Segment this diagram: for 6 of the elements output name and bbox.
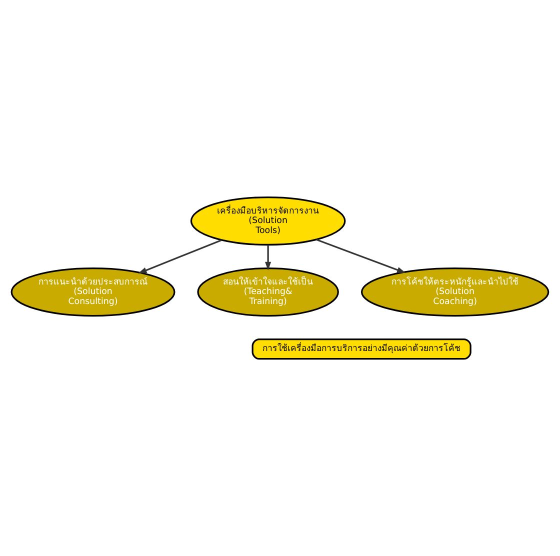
arrow	[138, 239, 222, 274]
node-ellipse: เครื่องมือบริหารจัดการงาน (Solution Tools)	[190, 196, 346, 246]
node-ellipse: สอนให้เข้าใจและใช้เป็น (Teaching& Training)	[197, 267, 339, 317]
node-box: การใช้เครื่องมือการบริการอย่างมีคุณค่าด้วยการโค้ช	[252, 338, 472, 360]
arrow	[316, 238, 406, 274]
arrow	[265, 244, 272, 271]
